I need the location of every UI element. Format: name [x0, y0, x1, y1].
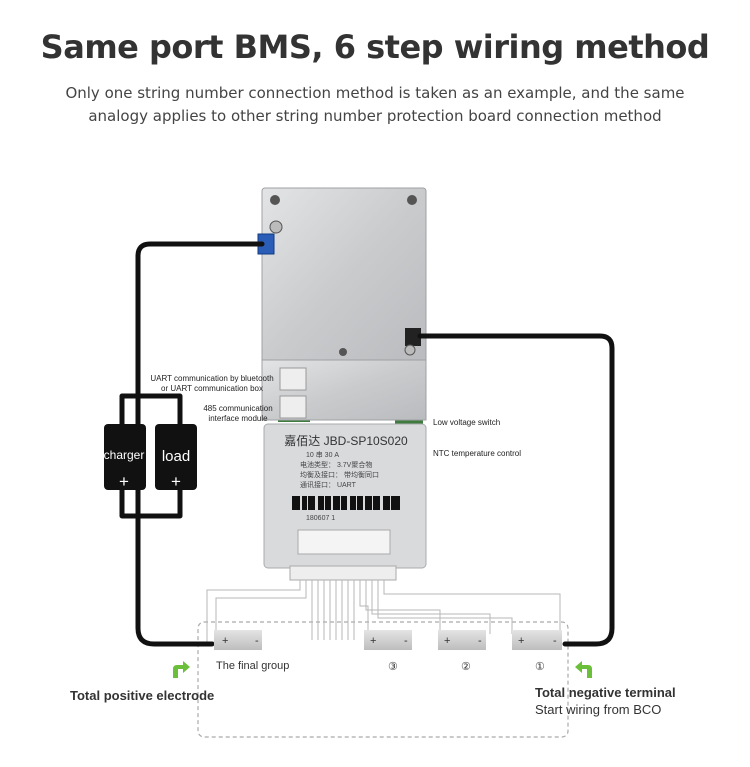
- load-label: load: [162, 448, 190, 465]
- barcode: [292, 496, 400, 510]
- callout-uart: UART communication by bluetooth or UART …: [150, 374, 274, 393]
- board-line-strings: 10 串 30 A: [306, 452, 340, 459]
- lug-hole: [404, 344, 416, 356]
- cell-3: [364, 630, 412, 650]
- board-model: JBD-SP10S020: [323, 434, 408, 448]
- cell-1-minus: -: [553, 635, 557, 647]
- total-positive-label: Total positive electrode: [70, 688, 215, 703]
- charger-label: charger: [104, 448, 145, 462]
- balance-connector: [297, 529, 391, 555]
- callout-low-voltage: Low voltage switch: [433, 418, 501, 427]
- cell-2-plus: +: [444, 635, 450, 647]
- positive-arrow-icon: [173, 661, 190, 678]
- cell-1: [512, 630, 562, 650]
- screw: [270, 195, 280, 205]
- cell-1-plus: +: [518, 635, 524, 647]
- load-body: [155, 424, 197, 490]
- page-title: Same port BMS, 6 step wiring method: [40, 28, 710, 66]
- uart-connector: [279, 367, 307, 391]
- board-line-comm-port: 通讯接口： UART: [300, 482, 356, 489]
- total-negative-label: Total negative terminal: [535, 685, 676, 700]
- board-brand: 嘉佰达: [284, 434, 321, 448]
- cell-1-label: ①: [535, 661, 545, 673]
- cell-2-minus: -: [478, 635, 482, 647]
- board-line-battery-type: 电池类型： 3.7V聚合物: [300, 462, 373, 469]
- subtitle-line-1: Only one string number connection method…: [65, 84, 685, 102]
- subtitle-line-2: analogy applies to other string number p…: [88, 107, 662, 125]
- page-subtitle: Only one string number connection method…: [60, 82, 690, 128]
- balance-plug: [289, 565, 397, 581]
- screw: [339, 348, 347, 356]
- charger-body: [104, 424, 146, 490]
- board-brand-model: 嘉佰达 JBD-SP10S020: [268, 432, 424, 449]
- cell-3-plus: +: [370, 635, 376, 647]
- board-serial: 180607 1: [306, 515, 336, 522]
- positive-lug: [405, 328, 421, 346]
- bms-heatsink: [261, 187, 427, 365]
- negative-arrow-icon: [575, 661, 592, 678]
- callout-rs485: 485 communication interface module: [203, 404, 273, 423]
- barcode-gaps: [300, 496, 391, 510]
- positive-wire: [417, 333, 615, 647]
- callout-ntc: NTC temperature control: [433, 449, 522, 458]
- cell-final-minus: -: [255, 635, 259, 647]
- cell-3-label: ③: [388, 661, 398, 673]
- cell-final-plus: +: [222, 635, 228, 647]
- cell-3-minus: -: [404, 635, 408, 647]
- lug-hole: [269, 220, 283, 234]
- total-negative-note: Start wiring from BCO: [535, 702, 662, 717]
- cell-final-group-label: The final group: [216, 660, 290, 672]
- rs485-connector: [279, 395, 307, 419]
- cell-final-group: [214, 630, 262, 650]
- load-plus: +: [171, 472, 181, 491]
- battery-pack-outline: [197, 621, 569, 738]
- cell-2: [438, 630, 486, 650]
- board-line-balance-port: 均衡及接口： 带均衡同口: [300, 472, 379, 479]
- cell-2-label: ②: [461, 661, 471, 673]
- screw: [407, 195, 417, 205]
- balance-wires: [206, 580, 561, 644]
- charger-plus: +: [119, 472, 129, 491]
